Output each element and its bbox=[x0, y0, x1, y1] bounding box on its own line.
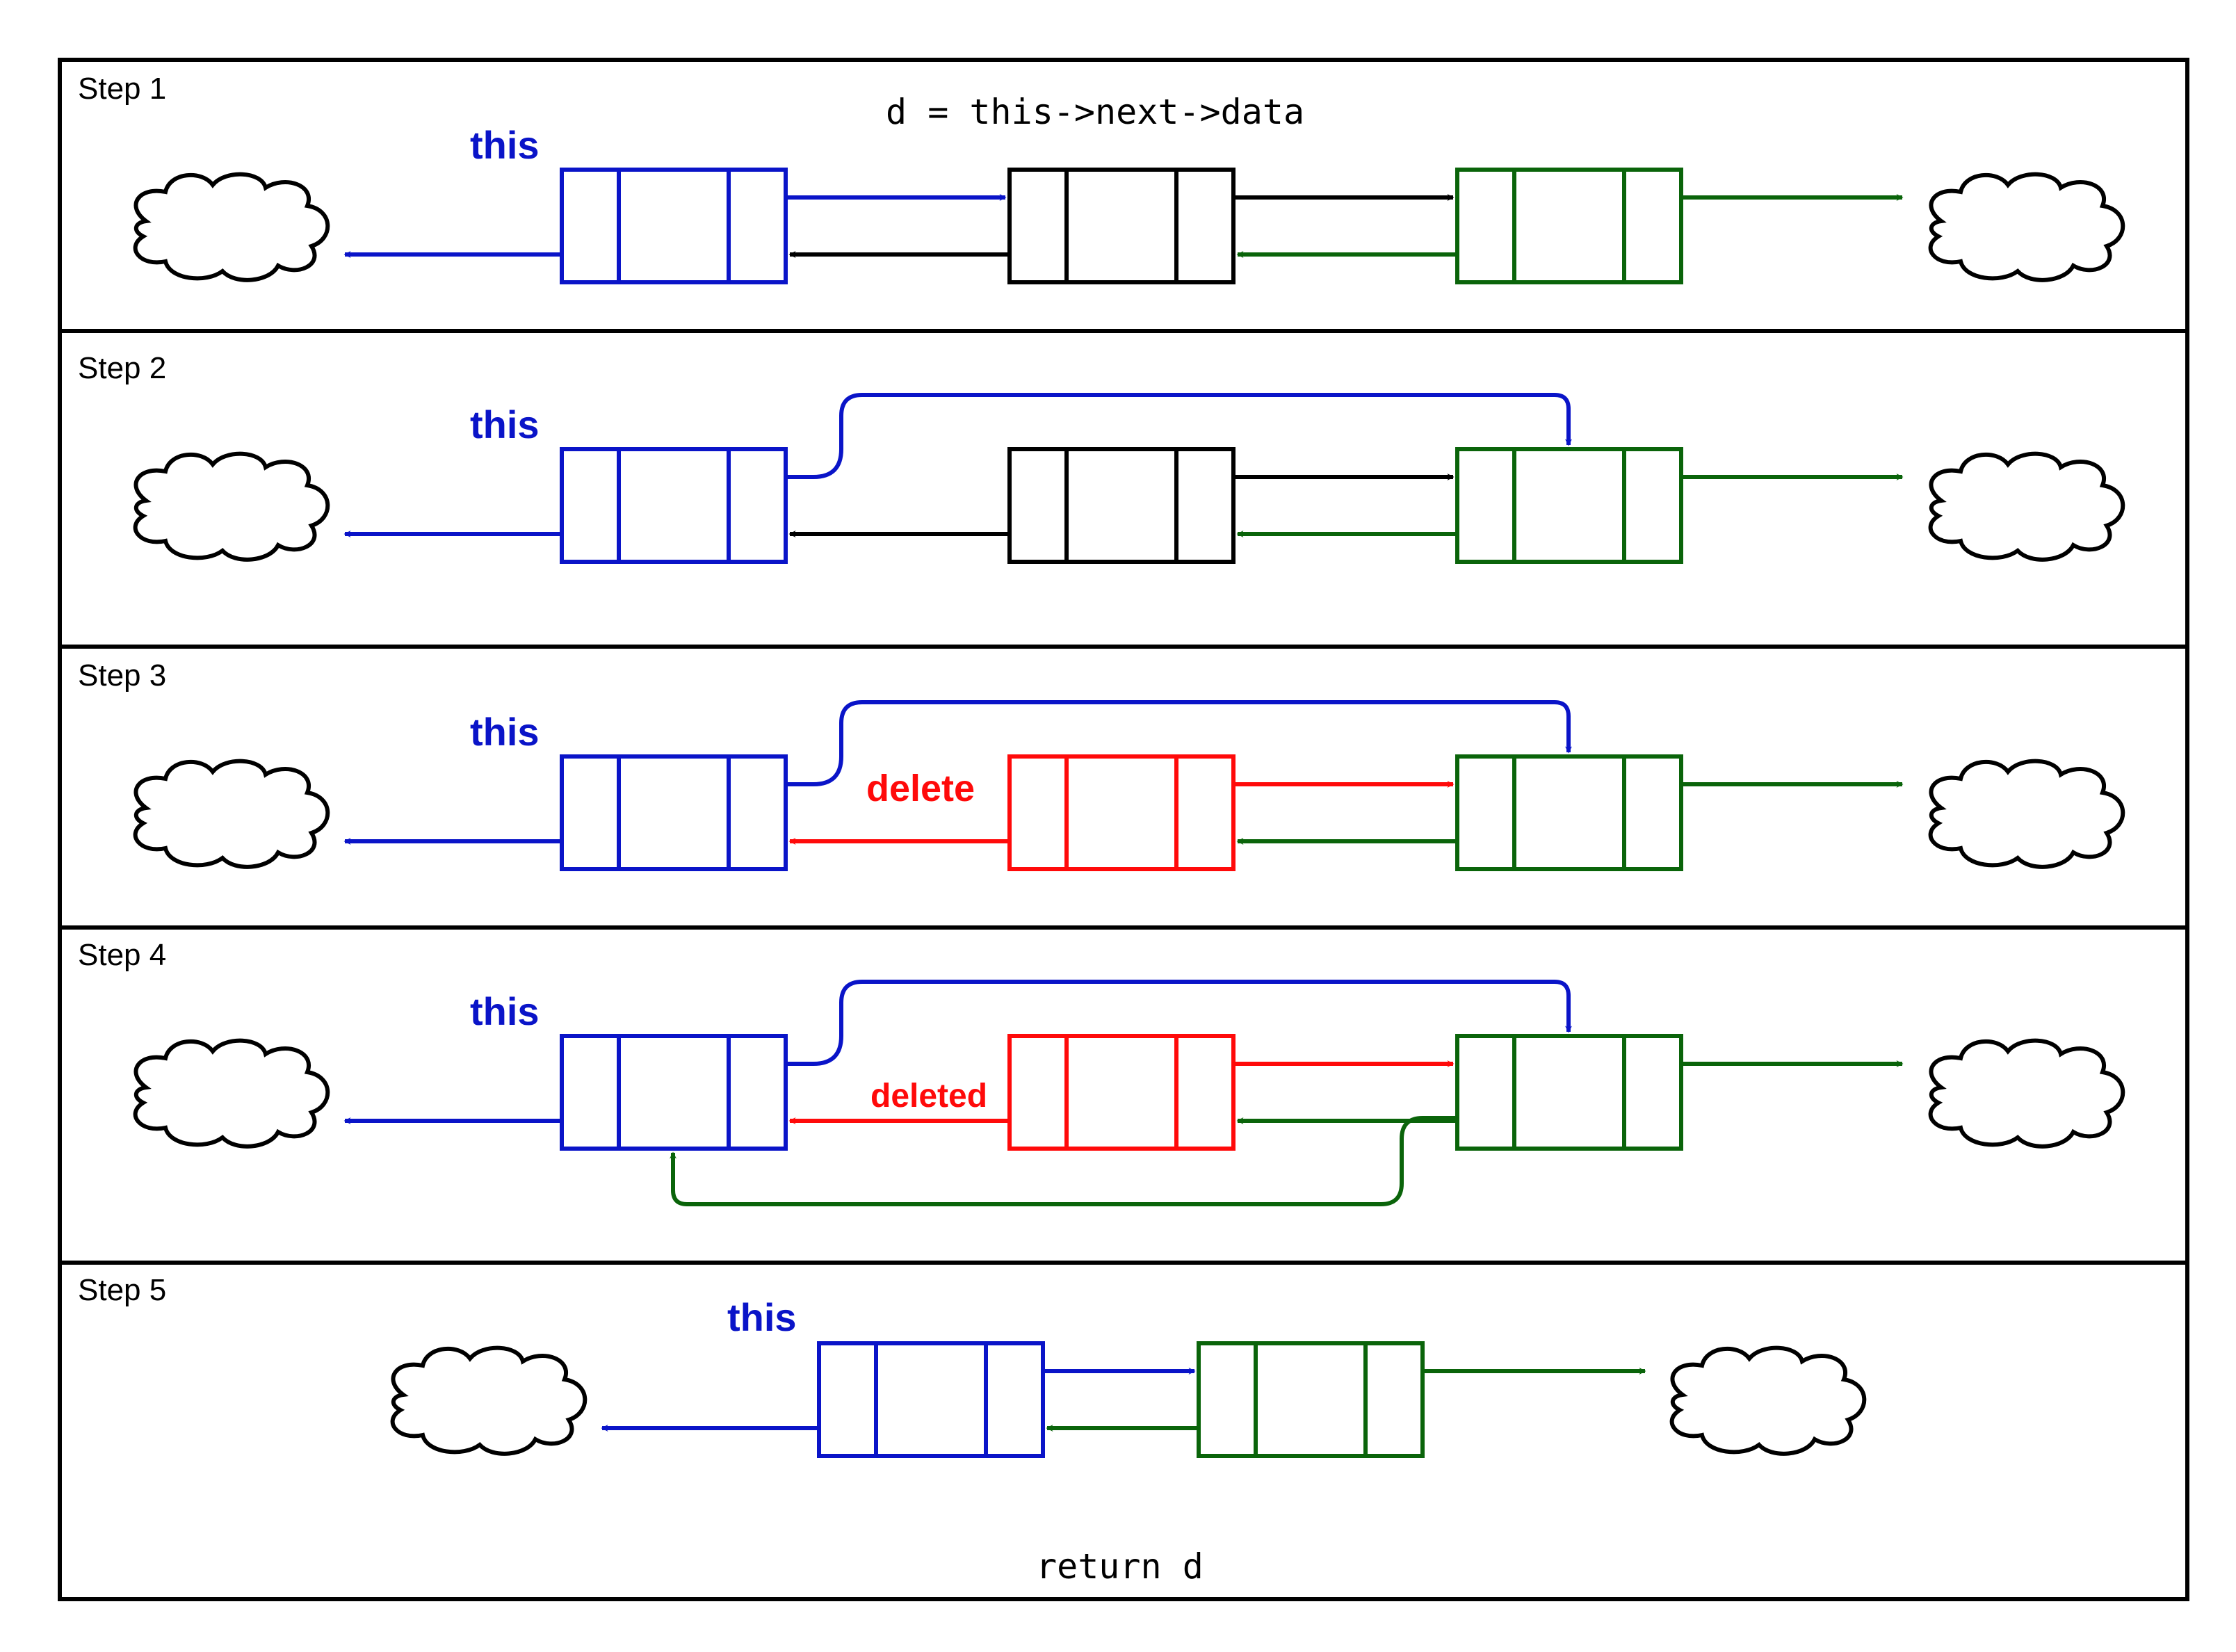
node-next-next bbox=[1455, 754, 1683, 871]
cloud-icon bbox=[1669, 1345, 1867, 1456]
node-this bbox=[560, 1034, 788, 1151]
cloud-icon bbox=[390, 1345, 588, 1456]
node-next-next bbox=[1455, 168, 1683, 284]
bypass-next-arrow bbox=[786, 393, 1572, 479]
node-deleted bbox=[1007, 1034, 1236, 1151]
step-4-label: Step 4 bbox=[78, 938, 166, 972]
step-5-label: Step 5 bbox=[78, 1273, 166, 1307]
cloud-icon bbox=[1928, 451, 2125, 562]
deleted-label: deleted bbox=[870, 1078, 987, 1115]
node-this bbox=[817, 1341, 1045, 1458]
this-label: this bbox=[470, 123, 540, 167]
diagram-frame bbox=[58, 58, 2189, 1601]
cloud-icon bbox=[133, 1038, 330, 1149]
cloud-icon bbox=[1928, 1038, 2125, 1149]
cloud-icon bbox=[133, 759, 330, 869]
this-label: this bbox=[470, 710, 540, 754]
node-this bbox=[560, 168, 788, 284]
cloud-icon bbox=[133, 172, 330, 282]
step-3-label: Step 3 bbox=[78, 658, 166, 693]
node-this bbox=[560, 447, 788, 564]
cloud-icon bbox=[1928, 172, 2125, 282]
bypass-next-arrow bbox=[786, 980, 1572, 1066]
node-next bbox=[1007, 168, 1236, 284]
cloud-icon bbox=[1928, 759, 2125, 869]
code-step-5: return d bbox=[1036, 1546, 1204, 1587]
this-label: this bbox=[727, 1295, 797, 1339]
delete-label: delete bbox=[866, 768, 975, 809]
bypass-prev-arrow bbox=[670, 1116, 1457, 1206]
node-next bbox=[1197, 1341, 1425, 1458]
cloud-icon bbox=[133, 451, 330, 562]
node-this bbox=[560, 754, 788, 871]
step-1-label: Step 1 bbox=[78, 72, 166, 106]
node-next-next bbox=[1455, 447, 1683, 564]
code-step-1: d = this->next->data bbox=[886, 92, 1304, 132]
node-next bbox=[1007, 447, 1236, 564]
node-deleted bbox=[1007, 754, 1236, 871]
node-next-next bbox=[1455, 1034, 1683, 1151]
bypass-next-arrow bbox=[786, 700, 1572, 786]
this-label: this bbox=[470, 403, 540, 446]
step-2-label: Step 2 bbox=[78, 351, 166, 385]
this-label: this bbox=[470, 989, 540, 1033]
